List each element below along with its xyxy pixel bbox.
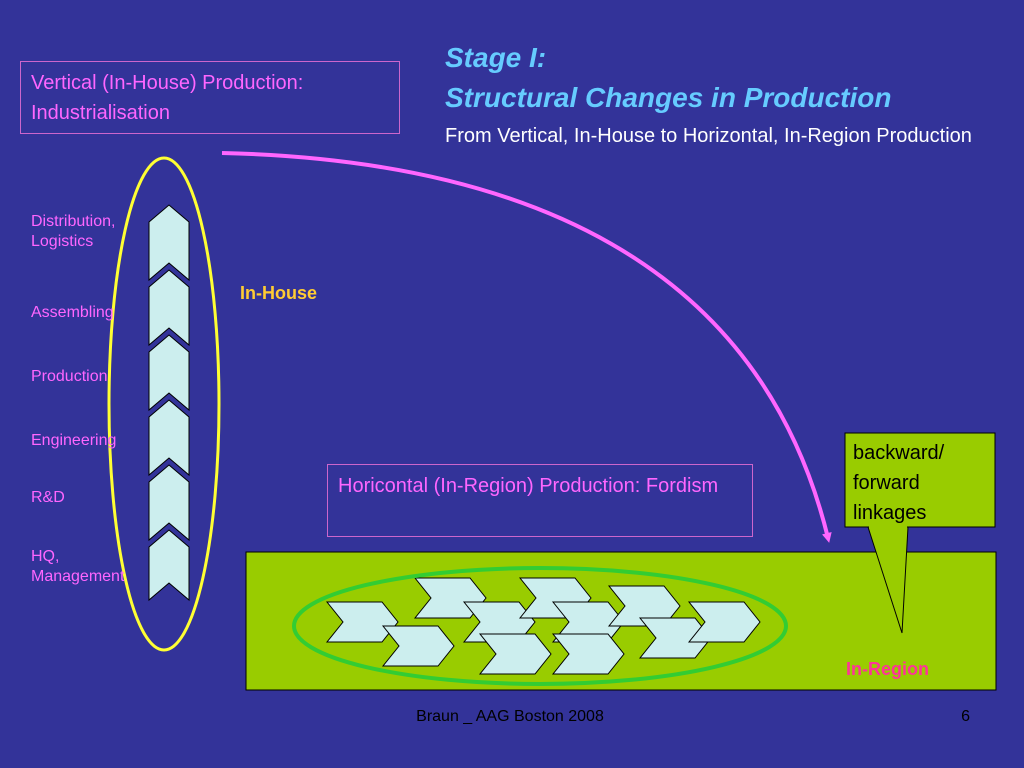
stage-label-assembling: Assembling (31, 304, 114, 321)
horizontal-value-network (325, 577, 761, 675)
chevron-h1 (325, 601, 399, 643)
linkages-callout-text: backward/ forward linkages (853, 442, 945, 524)
vertical-value-chain (148, 204, 190, 602)
stage-label-rnd: R&D (31, 489, 65, 506)
stage-label-distribution: Distribution, Logistics (31, 213, 116, 250)
slide-title: Stage I: Structural Changes in Productio… (445, 38, 891, 118)
in-house-label: In-House (240, 283, 318, 303)
chevron-h3 (381, 625, 455, 667)
stage-label-production: Production (31, 368, 108, 385)
chevron-assembling (148, 269, 190, 347)
in-region-ellipse (292, 566, 788, 686)
in-region-label: In-Region (846, 659, 929, 679)
slide-subtitle: From Vertical, In-House to Horizontal, I… (445, 125, 972, 147)
title-line-1: Stage I: (445, 42, 547, 73)
title-line-2: Structural Changes in Production (445, 82, 892, 113)
chevron-h9 (551, 633, 625, 675)
stage-label-hq: HQ, Management (31, 548, 125, 585)
in-house-ellipse (107, 156, 221, 652)
chevron-h10 (638, 617, 712, 659)
vertical-production-box: Vertical (In-House) Production: Industri… (20, 61, 400, 134)
stage-label-engineering: Engineering (31, 432, 117, 449)
page-number: 6 (961, 708, 970, 725)
linkages-callout-box (844, 432, 996, 528)
footer-text: Braun _ AAG Boston 2008 (416, 708, 604, 725)
transition-arrow (221, 151, 832, 543)
chevron-rnd (148, 464, 190, 542)
chevron-h11 (687, 601, 761, 643)
chevron-distribution (148, 204, 190, 282)
chevron-engineering (148, 399, 190, 477)
chevron-production (148, 334, 190, 412)
chevron-hq (148, 529, 190, 602)
chevron-h6 (478, 633, 552, 675)
horizontal-production-box: Horicontal (In-Region) Production: Fordi… (327, 464, 753, 537)
